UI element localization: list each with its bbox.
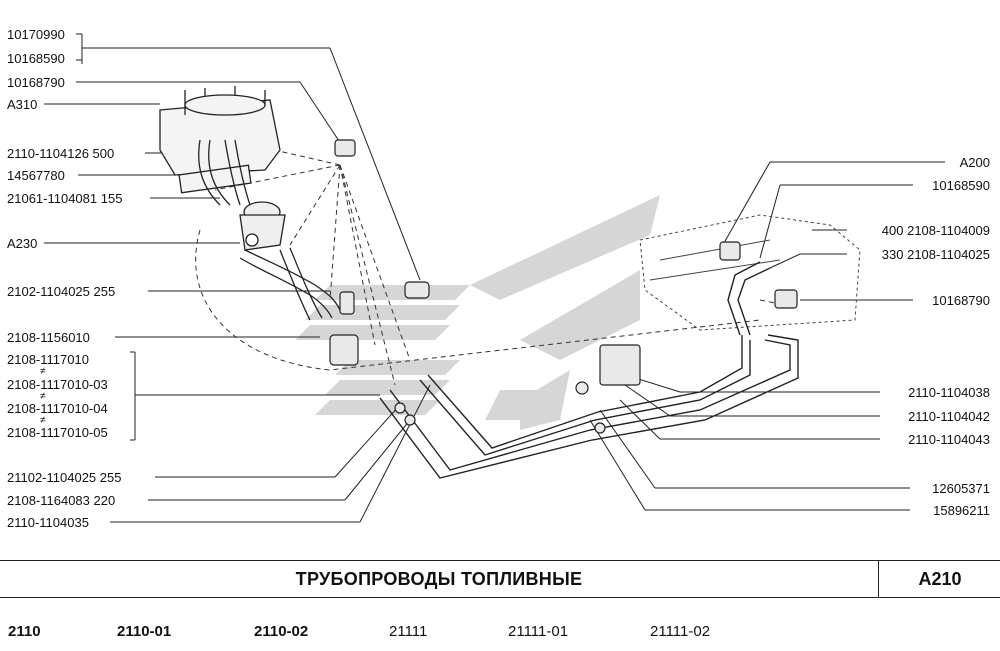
part-label: 2110-1104035	[7, 515, 89, 530]
fuel-tank-outline	[639, 214, 861, 331]
alt-mark: ≠	[40, 366, 46, 377]
fuel-filter	[329, 334, 359, 366]
part-label: 2110-1104042	[908, 409, 990, 424]
page-title: ТРУБОПРОВОДЫ ТОПЛИВНЫЕ	[295, 569, 583, 589]
part-label: 2110-1104043	[908, 432, 990, 447]
leader-lines-left	[44, 33, 431, 523]
model-item: 21111-02	[650, 623, 711, 640]
part-label: 12605371	[932, 481, 990, 496]
hose-end-2	[404, 414, 416, 426]
hose-end-1	[394, 402, 406, 414]
title-divider	[878, 561, 879, 597]
part-label: 21102-1104025 255	[7, 470, 122, 485]
model-item: 2110-02	[254, 623, 309, 640]
part-label: 2108-1156010	[7, 330, 90, 345]
model-list: 2110 2110-01 2110-02 21111 21111-01 2111…	[0, 598, 1000, 651]
leader-lines-right	[589, 161, 945, 511]
part-label: A200	[959, 155, 990, 170]
alt-mark: ≠	[40, 415, 46, 426]
fuel-lines-diagram	[44, 33, 945, 523]
part-label: 2110-1104038	[908, 385, 990, 400]
connector	[339, 291, 355, 315]
model-item: 21111	[389, 623, 428, 640]
clamp-reference-arrows	[195, 139, 786, 386]
part-label: 15896211	[933, 503, 990, 518]
part-label: 2108-1164083 220	[7, 493, 116, 508]
part-label: 10168590	[7, 51, 65, 66]
model-item: 2110-01	[117, 623, 172, 640]
bolt	[575, 381, 589, 395]
fuel-pipe-lines	[379, 261, 799, 479]
part-label: 10170990	[7, 27, 65, 42]
part-label: 2102-1104025 255	[7, 284, 116, 299]
pipe-bracket	[599, 344, 641, 386]
watermark-logo	[295, 195, 660, 430]
part-label: 330 2108-1104025	[881, 247, 990, 262]
part-label: A310	[7, 97, 38, 112]
part-label: 14567780	[7, 168, 65, 183]
tank-clamp-lower	[774, 289, 798, 309]
diagram-canvas: 10170990 10168590 10168790 A310 2110-110…	[7, 27, 990, 530]
hose-end-3	[594, 422, 606, 434]
clamp-mid	[404, 281, 430, 299]
part-label: 10168790	[932, 293, 990, 308]
filter-housing	[159, 86, 281, 194]
title-bar: ТРУБОПРОВОДЫ ТОПЛИВНЫЕ A210	[0, 560, 1000, 598]
alt-mark: ≠	[40, 391, 46, 402]
clamp-top	[334, 139, 356, 157]
part-label: 2108-1117010-05	[7, 425, 108, 440]
page-code: A210	[918, 569, 962, 589]
part-label: A230	[7, 236, 38, 251]
small-components	[329, 139, 798, 434]
model-item: 21111-01	[508, 623, 569, 640]
part-label: 10168590	[932, 178, 990, 193]
fuel-hoses	[198, 139, 341, 321]
part-label: 2108-1117010-03	[7, 377, 108, 392]
part-label: 2108-1117010	[7, 352, 89, 367]
part-label: 2110-1104126 500	[7, 146, 115, 161]
model-item: 2110	[8, 623, 41, 640]
part-label: 2108-1117010-04	[7, 401, 108, 416]
fuel-regulator	[239, 201, 286, 251]
part-label: 10168790	[7, 75, 65, 90]
part-label: 400 2108-1104009	[881, 223, 990, 238]
tank-clamp-upper	[719, 241, 741, 261]
part-label: 21061-1104081 155	[7, 191, 123, 206]
